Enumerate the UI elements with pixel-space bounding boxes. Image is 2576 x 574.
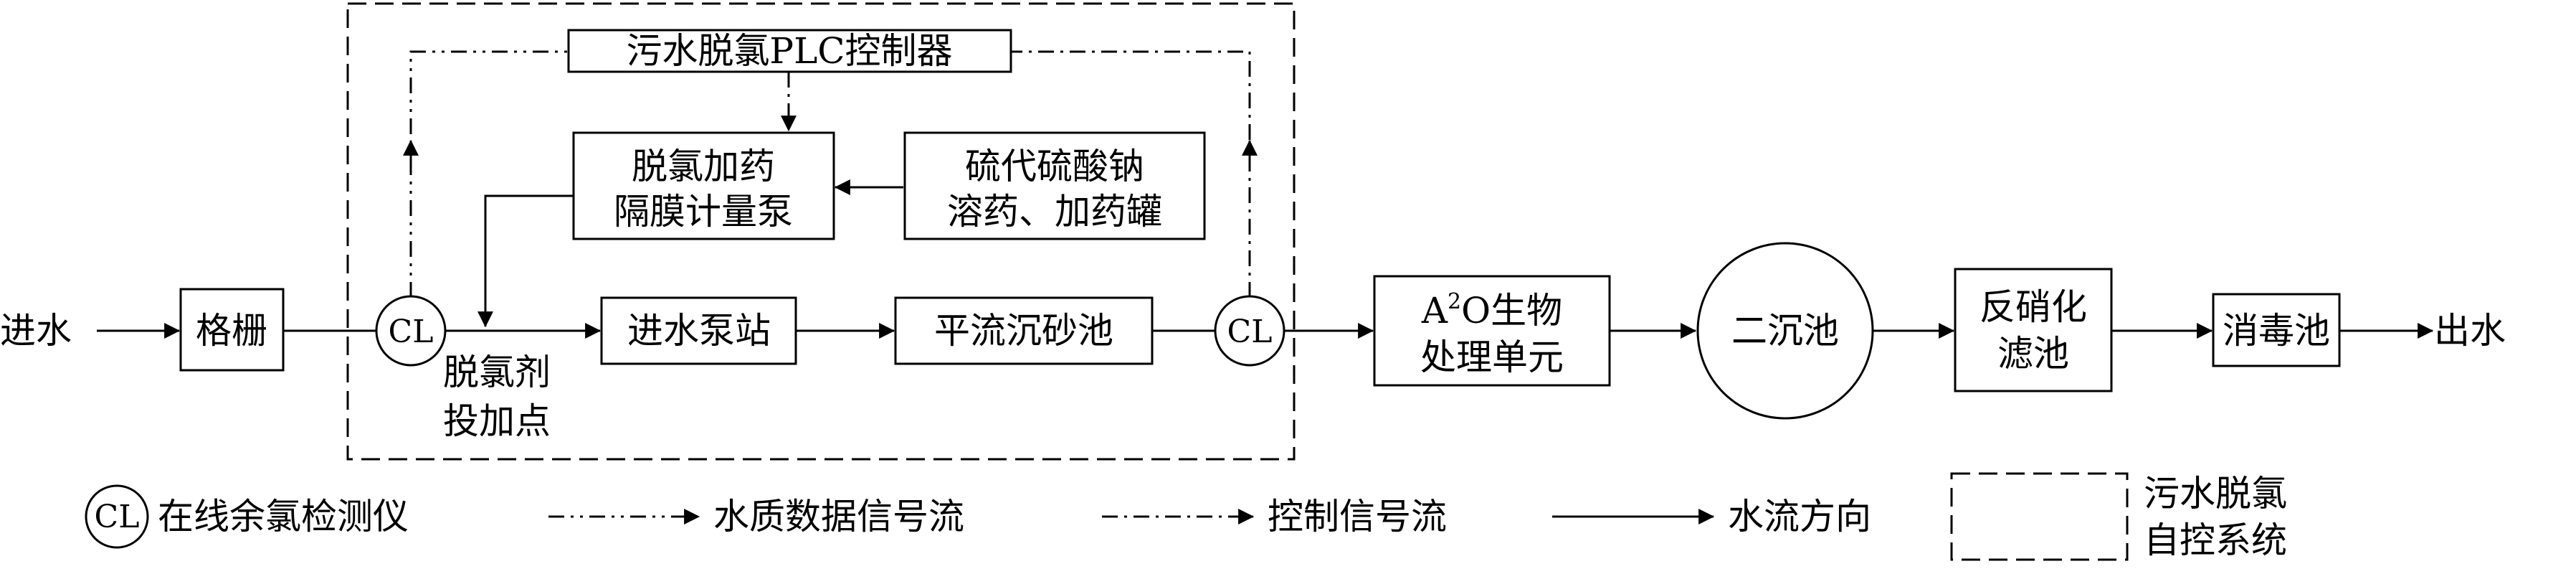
denitrification-filter-box [1954, 268, 2113, 392]
thiosulfate-tank-label-2: 溶药、加药罐 [947, 191, 1162, 232]
chlorine-sensor-2-label: CL [1227, 314, 1273, 350]
legend-system-box [1950, 472, 2129, 561]
a2o-unit-box [1373, 275, 1611, 387]
legend-water-flow-label: 水流方向 [1728, 496, 1871, 537]
grit-chamber-label: 平流沉砂池 [934, 310, 1113, 352]
a2o-unit-label-2: 处理单元 [1420, 337, 1564, 378]
denitrification-filter-label-2: 滤池 [1997, 333, 2069, 375]
legend-system-label-2: 自控系统 [2144, 519, 2287, 561]
thiosulfate-tank-box [903, 131, 1206, 240]
inlet-label: 进水 [0, 310, 72, 352]
grille-label: 格栅 [196, 310, 267, 352]
dosing-pump-label-1: 脱氯加药 [632, 146, 775, 187]
chlorine-sensor-1 [375, 295, 447, 367]
disinfection-tank-box [2212, 293, 2341, 367]
secondary-clarifier [1696, 242, 1874, 420]
chlorine-sensor-1-label: CL [389, 314, 434, 350]
disinfection-tank-label: 消毒池 [2223, 310, 2330, 352]
legend: CL 在线余氯检测仪 水质数据信号流 控制信号流 水流方向 污水脱氯 自控系统 [85, 472, 2287, 561]
dosing-pump-box [572, 131, 835, 240]
denitrification-filter-label-1: 反硝化 [1979, 286, 2087, 328]
signal-line-left [409, 50, 569, 298]
grit-chamber-box [894, 296, 1154, 365]
legend-cl-symbol-label: CL [95, 499, 140, 535]
pump-station-label: 进水泵站 [627, 310, 771, 352]
secondary-clarifier-label: 二沉池 [1731, 310, 1839, 352]
legend-cl-label: 在线余氯检测仪 [158, 496, 409, 537]
signal-line-right [1011, 50, 1251, 298]
legend-cl-symbol [85, 484, 149, 549]
dosing-pump-label-2: 隔膜计量泵 [614, 191, 793, 232]
pump-station-box [600, 296, 797, 365]
chlorine-sensor-2 [1214, 295, 1285, 367]
legend-control-signal-label: 控制信号流 [1268, 496, 1447, 537]
dosing-point-label-2: 投加点 [443, 400, 551, 442]
control-system-boundary [346, 2, 1296, 461]
plc-controller-box [567, 29, 1012, 73]
a2o-unit-label-1: A2O生物 [1421, 289, 1562, 331]
dosing-point-label-1: 脱氯剂 [443, 352, 551, 393]
outlet-label: 出水 [2434, 310, 2506, 352]
dosing-line [477, 194, 574, 328]
thiosulfate-tank-label-1: 硫代硫酸钠 [965, 146, 1144, 187]
plc-controller-label: 污水脱氯PLC控制器 [626, 30, 952, 72]
grille-box [179, 288, 285, 372]
legend-system-label-1: 污水脱氯 [2144, 473, 2287, 514]
legend-water-quality-label: 水质数据信号流 [713, 496, 964, 537]
